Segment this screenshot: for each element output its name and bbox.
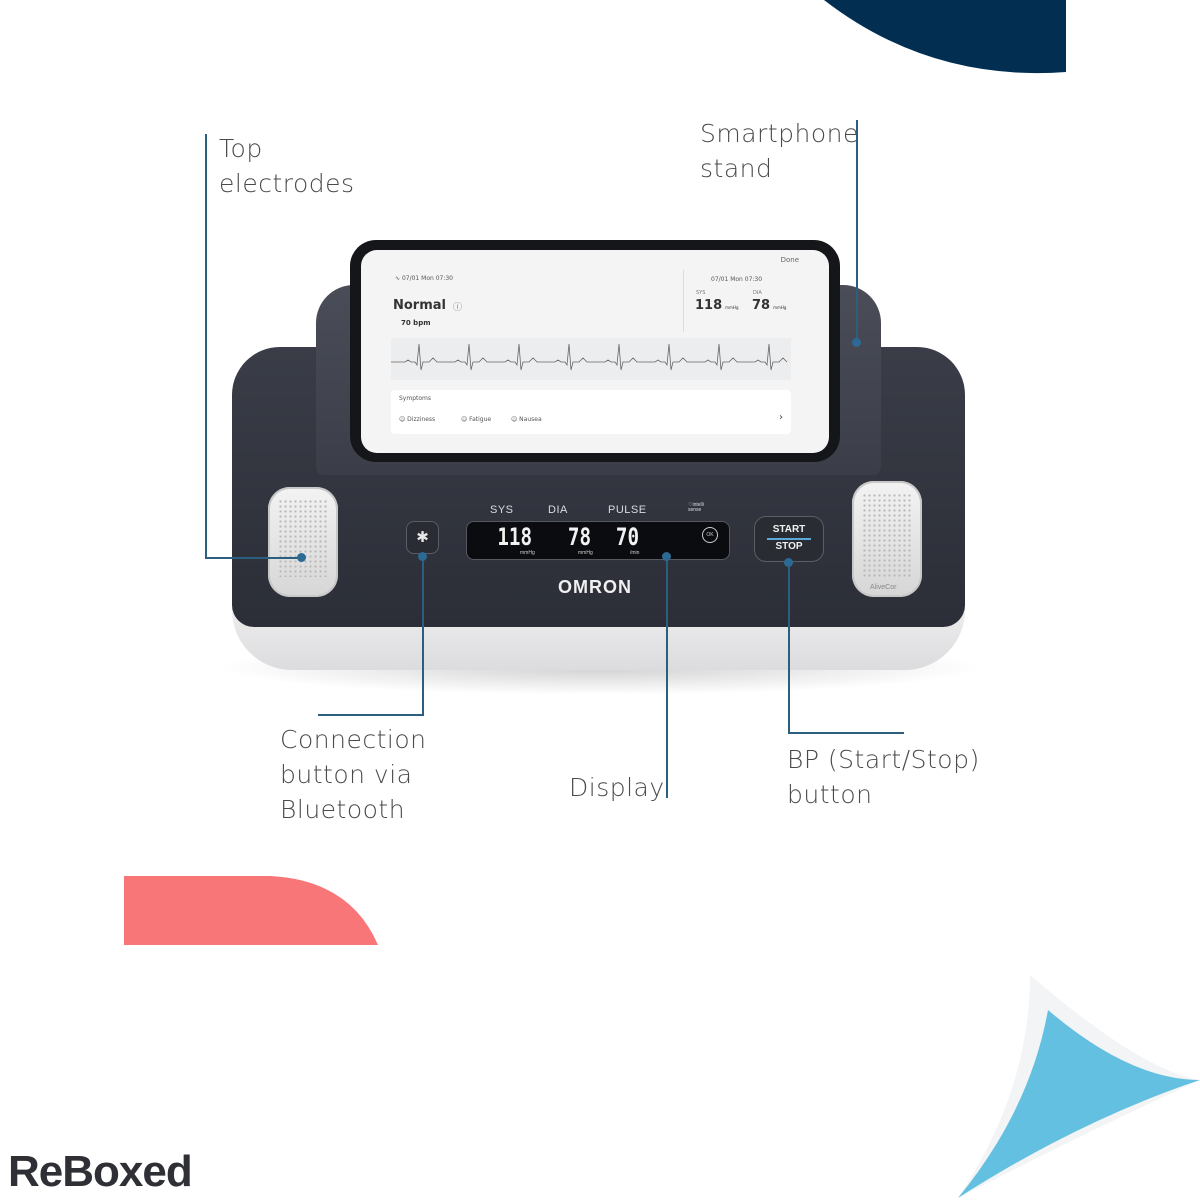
display-line xyxy=(666,556,668,798)
ecg-result: Normal xyxy=(393,298,446,313)
callout-line: BP (Start/Stop) xyxy=(787,745,980,774)
alivecor-label: AliveCor xyxy=(870,584,897,591)
bp-button-line-h xyxy=(788,732,904,734)
heart-rate: 70 bpm xyxy=(401,319,431,327)
reboxed-logo: ReBoxed xyxy=(8,1147,193,1196)
callout-line: Top xyxy=(219,134,263,163)
sys-number: 118 xyxy=(695,298,723,313)
smartphone-stand-dot xyxy=(852,338,861,347)
start-stop-divider xyxy=(767,538,811,540)
intellisense-text: intelli sense xyxy=(688,502,704,513)
dia-label: DIA xyxy=(753,290,762,296)
stop-label: STOP xyxy=(775,541,803,552)
heart-shield-icon: ♡ xyxy=(688,502,693,508)
connection-line-v xyxy=(422,556,424,716)
symptom-nausea: ☺ Nausea xyxy=(511,416,542,423)
callout-line: Display xyxy=(569,773,665,802)
lcd-dia-unit: mmHg xyxy=(578,550,593,556)
ecg-icon: ∿ xyxy=(395,275,402,282)
symptom-text: Fatigue xyxy=(469,416,492,423)
bluetooth-button[interactable]: ✱ xyxy=(406,521,439,554)
callout-top-electrodes: Top electrodes xyxy=(219,131,355,201)
phone-screen: Done ∿ 07/01 Mon 07:30 Normal ⓘ 70 bpm 0… xyxy=(361,250,829,453)
device-display xyxy=(466,521,730,560)
lcd-label-dia: DIA xyxy=(548,504,568,516)
callout-line: button via xyxy=(280,760,413,789)
lcd-sys-value: 118 xyxy=(497,523,533,551)
screen-divider xyxy=(683,270,684,332)
smartphone-stand-line xyxy=(856,120,858,342)
electrode-dots xyxy=(278,499,328,577)
symptom-dizziness: ☺ Dizziness xyxy=(399,416,436,423)
symptom-text: Dizziness xyxy=(407,416,436,423)
connection-line-h xyxy=(318,714,424,716)
intellisense-badge: ♡intelli sense xyxy=(688,503,716,513)
navy-shape xyxy=(824,0,1066,74)
right-electrode: AliveCor xyxy=(852,481,922,597)
chevron-right-icon[interactable]: › xyxy=(779,412,783,423)
sys-unit: mmHg xyxy=(725,305,739,310)
lcd-pulse-value: 70 xyxy=(615,523,640,551)
symptom-fatigue: ☺ Fatigue xyxy=(461,416,492,423)
lcd-sys-unit: mmHg xyxy=(520,550,535,556)
callout-connection-button: Connection button via Bluetooth xyxy=(280,722,426,827)
lcd-dia-value: 78 xyxy=(567,523,592,551)
start-stop-button[interactable]: START STOP xyxy=(754,516,824,562)
bp-date: 07/01 Mon 07:30 xyxy=(711,276,763,283)
lcd-pulse-unit: /min xyxy=(630,550,640,556)
left-electrode xyxy=(268,487,338,597)
callout-line: Smartphone xyxy=(700,119,859,148)
callout-line: Connection xyxy=(280,725,427,754)
dia-number: 78 xyxy=(752,298,771,313)
ecg-trace xyxy=(391,338,791,380)
lcd-label-pulse: PULSE xyxy=(608,504,647,516)
symptoms-label: Symptoms xyxy=(399,395,432,402)
electrode-dots xyxy=(862,493,912,577)
display-dot xyxy=(662,552,671,561)
callout-line: stand xyxy=(700,154,773,183)
top-electrodes-line-h xyxy=(205,557,301,559)
callout-smartphone-stand: Smartphone stand xyxy=(700,116,859,186)
sys-label: SYS xyxy=(696,290,706,296)
callout-bp-button: BP (Start/Stop) button xyxy=(787,742,980,812)
bp-button-dot xyxy=(784,558,793,567)
symptom-text: Nausea xyxy=(519,416,542,423)
dia-unit: mmHg xyxy=(773,305,787,310)
lcd-ok-icon: OK xyxy=(702,527,718,543)
bluetooth-icon: ✱ xyxy=(416,528,429,546)
callout-line: button xyxy=(787,780,873,809)
connection-dot xyxy=(418,552,427,561)
coral-shape xyxy=(124,876,378,945)
symptoms-card[interactable]: Symptoms ☺ Dizziness ☺ Fatigue ☺ Nausea … xyxy=(391,390,791,434)
callout-display: Display xyxy=(569,770,665,805)
info-icon[interactable]: ⓘ xyxy=(453,303,463,313)
done-button[interactable]: Done xyxy=(780,256,799,264)
top-electrodes-line-v xyxy=(205,134,207,558)
top-electrodes-dot xyxy=(297,553,306,562)
omron-brand: OMRON xyxy=(558,577,632,597)
ecg-date: ∿ 07/01 Mon 07:30 xyxy=(395,275,453,282)
start-label: START xyxy=(772,524,806,535)
lcd-label-sys: SYS xyxy=(490,504,514,516)
ecg-date-text: 07/01 Mon 07:30 xyxy=(401,275,453,282)
callout-line: Bluetooth xyxy=(280,795,406,824)
callout-line: electrodes xyxy=(219,169,355,198)
bp-button-line-v xyxy=(788,562,790,734)
page-curl-blue xyxy=(958,1010,1200,1198)
